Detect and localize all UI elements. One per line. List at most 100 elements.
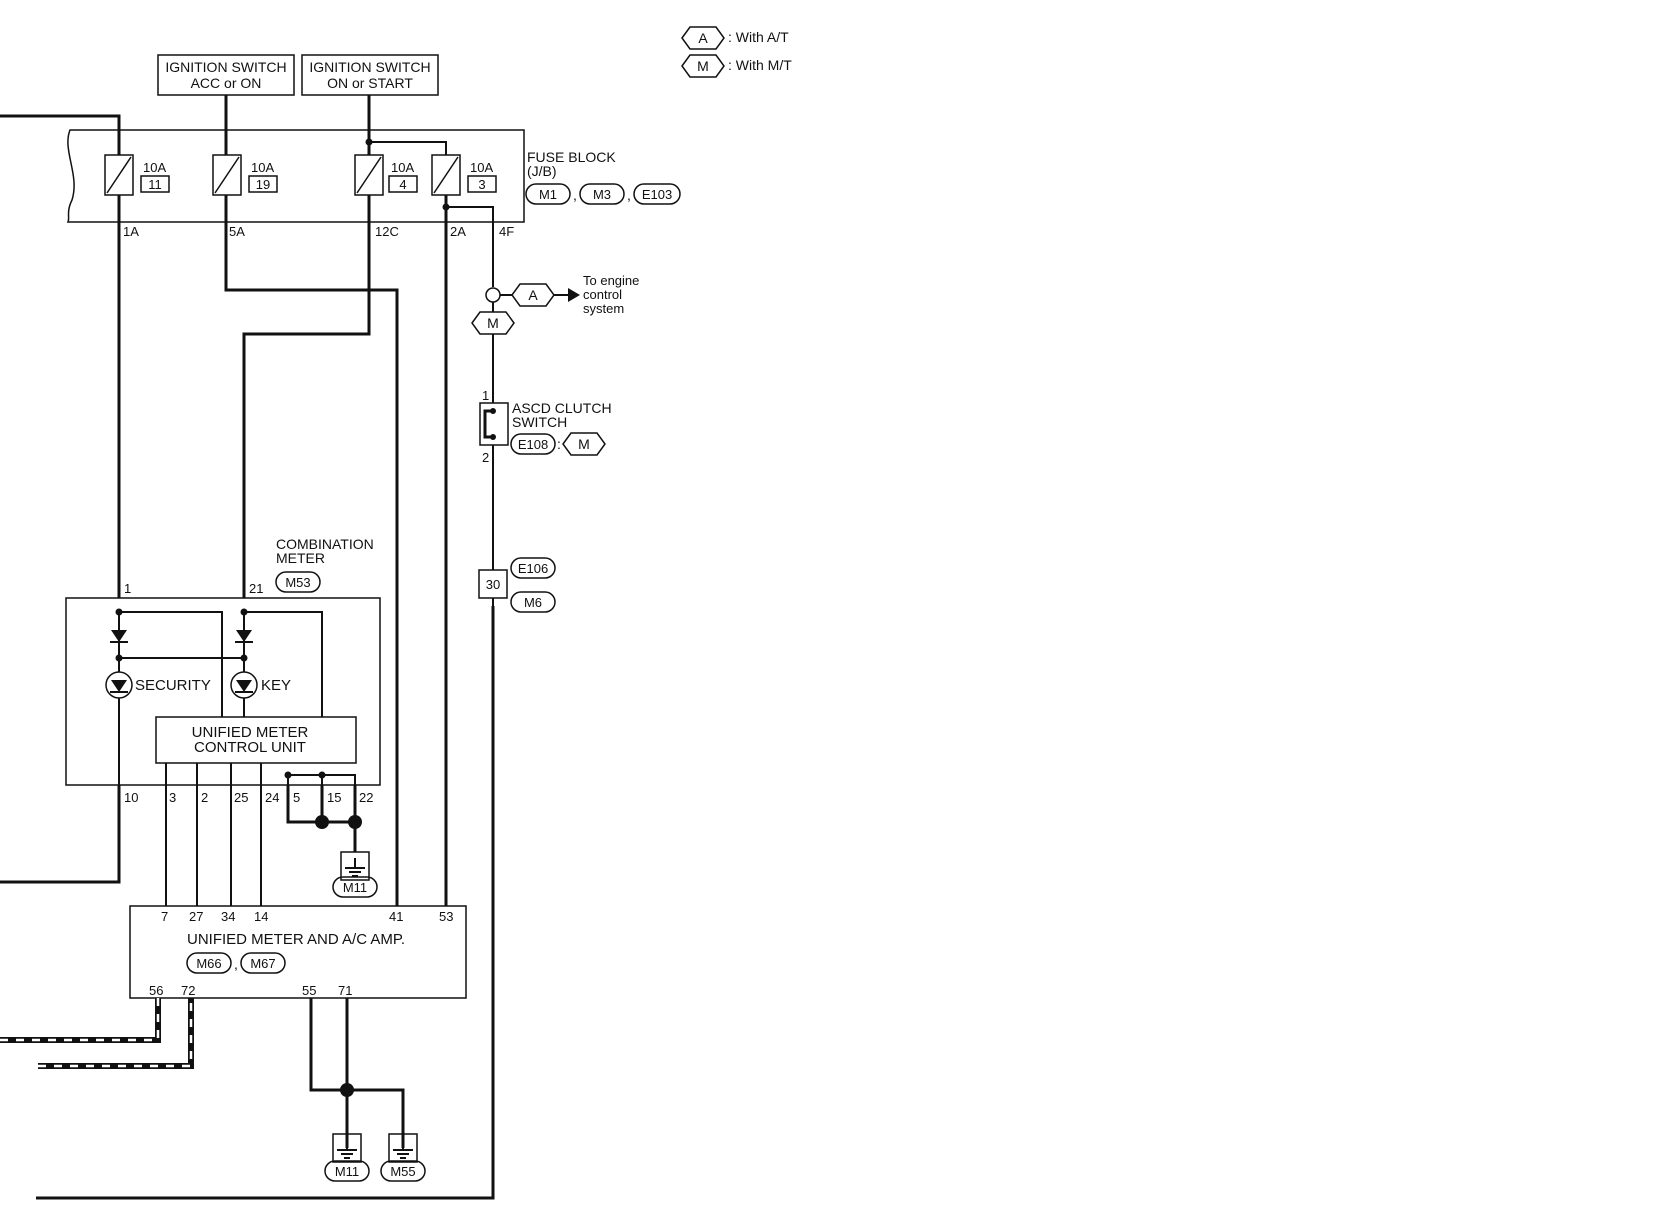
legend: A : With A/T M : With M/T xyxy=(681,26,792,78)
combo-meter-connector: M53 xyxy=(285,575,310,590)
branch-m-hexagon xyxy=(471,311,515,335)
engine-branch: A To engine control system M xyxy=(471,273,639,403)
combo-meter-line2: METER xyxy=(276,550,325,566)
fuse-number: 4 xyxy=(399,177,406,192)
fuse-number: 11 xyxy=(148,177,162,192)
combo-pin: 2 xyxy=(201,790,208,805)
fuse-rating: 10A xyxy=(251,160,274,175)
combo-pin: 15 xyxy=(327,790,341,805)
ascd-pin-top: 1 xyxy=(482,388,489,403)
fuse-connector-2: M3 xyxy=(593,187,611,202)
combination-meter: COMBINATION METER M53 1 21 SECURITY KEY … xyxy=(65,536,381,805)
control-unit-line2: CONTROL UNIT xyxy=(194,739,306,756)
branch-a-symbol: A xyxy=(528,287,538,303)
amp-pin: 7 xyxy=(161,909,168,924)
ascd-label-line1: ASCD CLUTCH xyxy=(512,400,612,416)
ascd-clutch-switch: 1 2 ASCD CLUTCH SWITCH E108 : M xyxy=(479,388,612,570)
amp-title: UNIFIED METER AND A/C AMP. xyxy=(187,931,405,948)
fuse-number: 3 xyxy=(478,177,485,192)
ascd-label-line2: SWITCH xyxy=(512,414,567,430)
combo-pin: 10 xyxy=(124,790,138,805)
fuse-rating: 10A xyxy=(391,160,414,175)
amp-pin: 55 xyxy=(302,983,316,998)
fuse-block: FUSE BLOCK (J/B) M1 , M3 , E103 10A 11 1… xyxy=(66,129,681,239)
meter-ground: M11 xyxy=(284,771,378,898)
combo-meter-line1: COMBINATION xyxy=(276,536,374,552)
fuse-terminal: 2A xyxy=(450,224,466,239)
fuse-connector-1: M1 xyxy=(539,187,557,202)
fuse-terminal: 1A xyxy=(123,224,139,239)
fuse-connector-separator: , xyxy=(627,187,631,203)
ground-m55: M55 xyxy=(390,1164,415,1179)
legend-a-hexagon xyxy=(681,26,725,50)
feed-junction xyxy=(442,203,450,211)
combo-meter-frame xyxy=(65,597,381,786)
ground-splice xyxy=(340,1083,354,1097)
key-label: KEY xyxy=(261,677,291,694)
control-unit-line1: UNIFIED METER xyxy=(192,724,309,741)
amp-pin: 72 xyxy=(181,983,195,998)
combo-pin: 25 xyxy=(234,790,248,805)
ground-top-oval xyxy=(332,876,378,898)
ground-m11-top: M11 xyxy=(343,880,367,895)
amp-frame xyxy=(129,905,467,999)
fuse-11: 10A 11 1A xyxy=(104,154,170,239)
branch-junction-circle xyxy=(485,287,501,303)
fuse-rating: 10A xyxy=(470,160,493,175)
fuse-terminal: 5A xyxy=(229,224,245,239)
ignition-switch-acc-on: IGNITION SWITCH ACC or ON xyxy=(157,54,295,96)
amp-pin: 56 xyxy=(149,983,163,998)
amp-pin: 14 xyxy=(254,909,268,924)
junction-bottom-oval xyxy=(510,591,556,613)
fuse-rating: 10A xyxy=(143,160,166,175)
amp-connector-separator: , xyxy=(234,956,238,972)
ascd-pin-bottom: 2 xyxy=(482,450,489,465)
fuse-number: 19 xyxy=(256,177,270,192)
ascd-connector: E108 xyxy=(518,437,548,452)
amp-pin: 53 xyxy=(439,909,453,924)
engine-label-line3: system xyxy=(583,301,624,316)
fuse-19: 10A 19 5A xyxy=(212,154,278,239)
amp-connector-oval xyxy=(186,952,232,974)
amp-pin: 41 xyxy=(389,909,403,924)
ground-bottom-oval xyxy=(324,1160,370,1182)
combo-meter-connector-oval xyxy=(275,571,321,593)
ignition-acc-line1: IGNITION SWITCH xyxy=(165,59,286,75)
amp-pin: 27 xyxy=(189,909,203,924)
branch-m-symbol: M xyxy=(487,315,499,331)
ground-m55-oval xyxy=(380,1160,426,1182)
legend-a-text: : With A/T xyxy=(728,29,789,45)
junction-pin: 30 xyxy=(486,577,500,592)
combo-pin: 3 xyxy=(169,790,176,805)
fuse-connector-oval xyxy=(525,183,571,205)
ascd-m-symbol: M xyxy=(578,436,590,452)
fuse-terminal: 12C xyxy=(375,224,399,239)
fuse-connector-oval xyxy=(633,183,681,205)
fuse-connector-3: E103 xyxy=(642,187,672,202)
combo-meter-pin-1: 1 xyxy=(124,581,131,596)
amp-connector-oval xyxy=(240,952,286,974)
combo-meter-pin-21: 21 xyxy=(249,581,263,596)
legend-a-symbol: A xyxy=(698,30,708,46)
ground-m11-bottom: M11 xyxy=(335,1164,359,1179)
shielded-wires xyxy=(0,998,194,1069)
engine-label-line1: To engine xyxy=(583,273,639,288)
ignition-start-line1: IGNITION SWITCH xyxy=(309,59,430,75)
fuse-3: 10A 3 2A xyxy=(431,154,497,239)
junction-top-oval xyxy=(510,557,556,579)
fuse-block-subtitle: (J/B) xyxy=(527,163,557,179)
legend-m-symbol: M xyxy=(697,58,709,74)
meter-internal-wires xyxy=(119,611,356,906)
engine-label-line2: control xyxy=(583,287,622,302)
combo-pin: 24 xyxy=(265,790,279,805)
combo-pin: 22 xyxy=(359,790,373,805)
thick-wires xyxy=(0,95,495,1200)
fuse-terminal-4f: 4F xyxy=(499,224,514,239)
fuse-4: 10A 4 12C xyxy=(354,154,418,239)
legend-m-text: : With M/T xyxy=(728,57,792,73)
fuse-connector-separator: , xyxy=(573,187,577,203)
security-label: SECURITY xyxy=(135,677,211,694)
feed-junction xyxy=(365,138,373,146)
amp-pin: 71 xyxy=(338,983,352,998)
